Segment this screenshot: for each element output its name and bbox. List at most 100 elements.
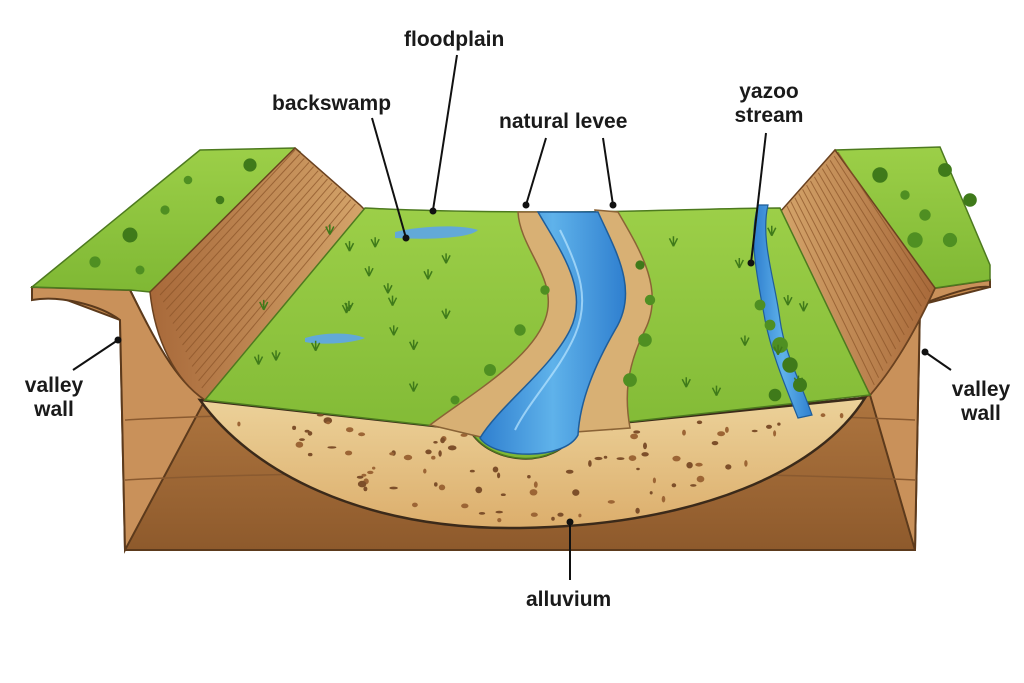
pebble bbox=[307, 452, 313, 457]
grass-tuft bbox=[793, 375, 804, 387]
yazoo-stream-leader bbox=[750, 132, 767, 264]
pebble bbox=[460, 433, 468, 437]
pebble bbox=[434, 482, 438, 487]
pebble bbox=[475, 486, 483, 494]
grass-tuft bbox=[325, 224, 335, 235]
grass-tuft bbox=[711, 385, 722, 397]
shrub bbox=[772, 337, 788, 353]
pebble bbox=[447, 445, 457, 451]
grass-tuft bbox=[310, 340, 321, 352]
pebble bbox=[607, 500, 615, 504]
pebble bbox=[649, 491, 653, 495]
label-valley-wall-right-line1: valley bbox=[951, 378, 1011, 401]
pebble bbox=[635, 507, 640, 514]
grass-tuft bbox=[389, 325, 399, 336]
pebble bbox=[696, 420, 703, 425]
main-river-channel bbox=[479, 211, 627, 455]
pebble bbox=[440, 437, 445, 444]
grass-tuft bbox=[409, 339, 419, 351]
yazoo-stream-channel bbox=[753, 204, 813, 419]
scarp-line bbox=[833, 155, 927, 300]
pebble bbox=[316, 413, 324, 417]
scarp-line bbox=[810, 180, 901, 343]
pebble bbox=[292, 425, 297, 430]
shrub bbox=[919, 209, 931, 221]
scarp-line bbox=[198, 199, 352, 382]
pebble bbox=[389, 452, 395, 456]
pebble bbox=[495, 510, 503, 514]
scarp-line bbox=[169, 162, 310, 317]
pebble bbox=[431, 455, 436, 460]
grass-tuft bbox=[370, 237, 380, 248]
pebble bbox=[773, 430, 777, 437]
pebble bbox=[572, 489, 580, 496]
grass-tuft bbox=[423, 269, 433, 280]
scarp-line bbox=[188, 186, 338, 360]
shrub bbox=[623, 373, 637, 387]
shrub bbox=[635, 260, 645, 270]
grass-tuft bbox=[798, 301, 809, 312]
label-yazoo-stream: yazoo stream bbox=[726, 80, 812, 128]
grass-tuft bbox=[734, 257, 744, 269]
vegetation bbox=[89, 158, 977, 405]
label-valley-wall-left: valley wall bbox=[18, 374, 90, 422]
pebble bbox=[616, 457, 625, 460]
pebble bbox=[326, 421, 331, 425]
pebble bbox=[686, 462, 693, 469]
shrub bbox=[754, 299, 766, 311]
scarp-line bbox=[829, 160, 922, 307]
shrub bbox=[89, 256, 101, 268]
shrub bbox=[938, 163, 952, 177]
shrub bbox=[900, 190, 910, 200]
shrub bbox=[638, 333, 652, 347]
scarp-line bbox=[798, 193, 888, 364]
alluvium-pebbles bbox=[237, 412, 844, 523]
pebble bbox=[478, 512, 486, 515]
scarp-line bbox=[162, 153, 300, 303]
grass-tuft bbox=[408, 381, 419, 392]
shrub bbox=[644, 294, 656, 306]
shrub bbox=[122, 227, 138, 243]
pebble bbox=[551, 516, 555, 521]
pebble bbox=[696, 475, 705, 483]
pebble bbox=[777, 422, 781, 426]
valley-wall-left-leader bbox=[72, 339, 119, 371]
grass-tuft bbox=[668, 236, 679, 247]
valley-wall-right-leader bbox=[924, 351, 952, 371]
grass-tuft bbox=[364, 266, 374, 277]
pebble bbox=[661, 495, 666, 503]
pebble bbox=[346, 427, 354, 433]
shrub bbox=[135, 265, 145, 275]
pebble bbox=[345, 450, 353, 456]
pebble bbox=[357, 480, 367, 488]
scarp-line bbox=[195, 195, 347, 374]
natural-levee-leader-left bbox=[525, 137, 547, 206]
pebble bbox=[423, 468, 427, 474]
pebble bbox=[469, 469, 475, 473]
label-valley-wall-right-line2: wall bbox=[961, 402, 1001, 425]
scarp-line bbox=[182, 178, 328, 346]
pebble bbox=[820, 413, 826, 418]
label-valley-wall-right: valley wall bbox=[945, 378, 1017, 426]
label-leader-dots bbox=[114, 201, 929, 526]
shrub bbox=[450, 395, 460, 405]
shrub bbox=[160, 205, 170, 215]
grass-tuft bbox=[387, 295, 398, 306]
pebble bbox=[711, 441, 719, 446]
pebble bbox=[492, 466, 499, 473]
pebble bbox=[461, 503, 469, 509]
backswamp-water bbox=[395, 226, 478, 239]
pebble bbox=[412, 502, 418, 508]
label-yazoo-stream-line1: yazoo bbox=[739, 80, 799, 103]
pebble bbox=[500, 493, 506, 497]
grass-tuft bbox=[253, 354, 264, 365]
pebble bbox=[695, 462, 703, 467]
scarp-texture bbox=[159, 149, 931, 389]
grass-tuft bbox=[740, 335, 750, 346]
scarp-line bbox=[175, 170, 319, 332]
pebble bbox=[588, 460, 592, 467]
pebble bbox=[641, 452, 649, 457]
shrub bbox=[514, 324, 526, 336]
pebble bbox=[295, 441, 304, 448]
grass-tuft bbox=[783, 295, 793, 306]
